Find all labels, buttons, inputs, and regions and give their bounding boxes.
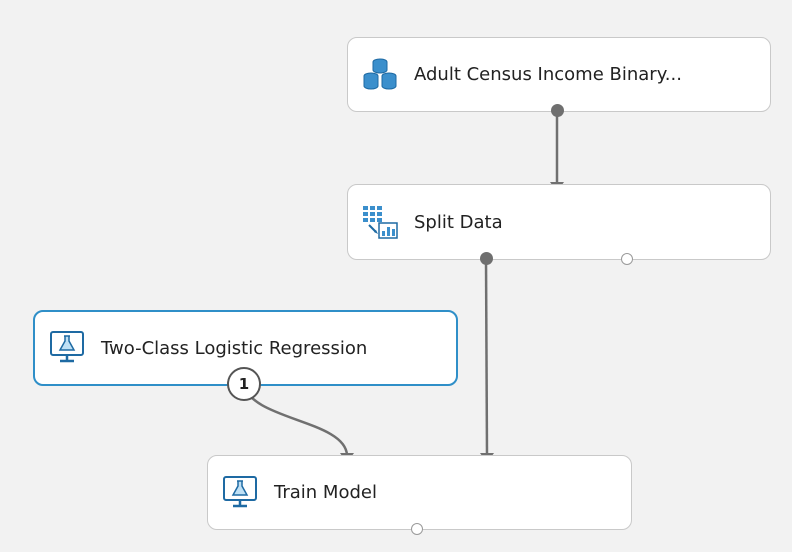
model-icon [220, 473, 260, 513]
output-port-badge[interactable]: 1 [227, 367, 261, 401]
badge-number: 1 [238, 375, 250, 393]
split-data-icon [360, 202, 400, 242]
module-train-model[interactable]: Train Model [207, 455, 632, 530]
module-label: Train Model [274, 482, 377, 503]
output-port-dataset[interactable] [551, 104, 564, 117]
module-split-data[interactable]: Split Data [347, 184, 771, 260]
wire-logreg-to-train [242, 383, 349, 456]
module-label: Split Data [414, 211, 503, 233]
output-port-train[interactable] [411, 523, 423, 535]
output-port-split-1[interactable] [480, 252, 493, 265]
module-label: Adult Census Income Binary... [414, 64, 682, 85]
module-label: Two-Class Logistic Regression [101, 337, 368, 359]
dataset-icon [360, 55, 400, 95]
model-icon [47, 328, 87, 368]
module-adult-census-income[interactable]: Adult Census Income Binary... [347, 37, 771, 112]
output-port-split-2[interactable] [621, 253, 633, 265]
wire-split-to-train [484, 258, 489, 456]
